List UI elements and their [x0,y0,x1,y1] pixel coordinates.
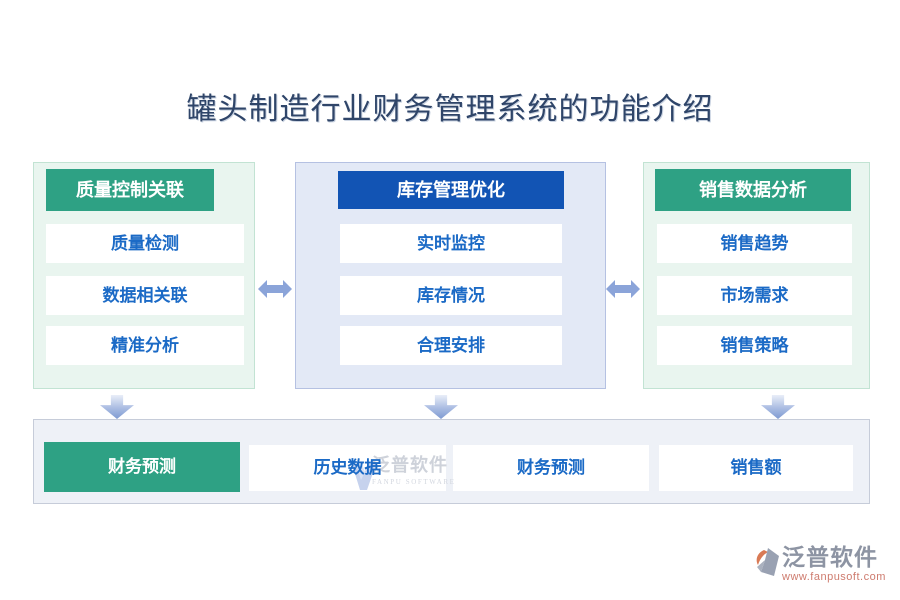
item-sales-strategy: 销售策略 [657,326,852,365]
bar-item-label: 历史数据 [313,458,382,477]
item-reasonable-arrangement: 合理安排 [340,326,562,365]
item-market-demand: 市场需求 [657,276,852,315]
column-header-sales-analysis: 销售数据分析 [655,169,851,211]
item-precise-analysis: 精准分析 [46,326,244,365]
item-sales-trend: 销售趋势 [657,224,852,263]
item-data-correlation: 数据相关联 [46,276,244,315]
double-arrow-icon [606,277,640,301]
column-header-inventory-optimization: 库存管理优化 [338,171,564,209]
watermark-corner: 泛普软件 www.fanpusoft.com [752,545,886,586]
fanpu-corner-logo-icon [752,545,780,586]
bar-item-label: 财务预测 [517,458,585,477]
bar-item-sales-amount: 销售额 [659,445,853,491]
column-header-quality-control: 质量控制关联 [46,169,214,211]
corner-text-block: 泛普软件 www.fanpusoft.com [782,545,886,583]
column-quality-control: 质量控制关联 质量检测 数据相关联 精准分析 [33,162,255,389]
down-arrow-icon [761,395,795,419]
item-quality-inspection: 质量检测 [46,224,244,263]
bottom-bar: 财务预测 历史数据 财务预测 销售额 [33,419,870,504]
column-sales-analysis: 销售数据分析 销售趋势 市场需求 销售策略 [643,162,870,389]
column-inventory-optimization: 库存管理优化 实时监控 库存情况 合理安排 [295,162,606,389]
page-title: 罐头制造行业财务管理系统的功能介绍 [186,93,714,126]
corner-brand: 泛普软件 [782,545,878,570]
bar-item-label: 财务预测 [108,457,176,476]
down-arrow-icon [100,395,134,419]
bar-item-history-data: 历史数据 [249,445,446,491]
bar-item-financial-forecast-highlight: 财务预测 [44,442,240,492]
item-realtime-monitoring: 实时监控 [340,224,562,263]
double-arrow-icon [258,277,292,301]
bar-item-financial-forecast: 财务预测 [453,445,649,491]
down-arrow-icon [424,395,458,419]
corner-url: www.fanpusoft.com [782,571,886,583]
bar-item-label: 销售额 [730,458,782,477]
item-inventory-status: 库存情况 [340,276,562,315]
